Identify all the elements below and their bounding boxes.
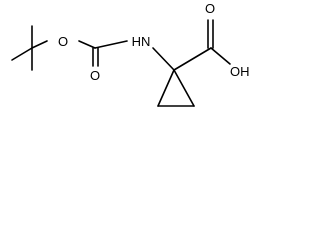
bond-ester-oxygen-to-carbonyl bbox=[78, 40, 96, 49]
bond-ring-to-acid-carbon bbox=[173, 47, 212, 71]
carbamate-group bbox=[78, 40, 128, 67]
carboxylic-acid-group bbox=[173, 19, 231, 71]
bond-tbu-to-ester-oxygen bbox=[31, 40, 48, 49]
ester-oxygen-label: O bbox=[58, 34, 68, 49]
bond-nh-to-ring bbox=[152, 47, 175, 71]
amine-label: HN bbox=[132, 34, 151, 49]
bond-carbonyl-to-nh bbox=[94, 40, 128, 49]
carbamate-carbonyl-oxygen-label: O bbox=[90, 68, 100, 83]
tert-butyl-group bbox=[11, 25, 48, 71]
hydroxyl-label: OH bbox=[230, 64, 250, 79]
bond-ring-right bbox=[173, 69, 195, 107]
bond-tbu-methyl-left bbox=[11, 47, 33, 61]
bond-ring-left bbox=[157, 69, 175, 107]
boc-aminocyclopropanecarboxylic-acid-structure: O O HN O OH bbox=[11, 1, 250, 107]
bond-acid-carbon-to-hydroxyl bbox=[210, 47, 231, 65]
acid-carbonyl-oxygen-label: O bbox=[205, 1, 215, 16]
cyclopropane-ring bbox=[152, 47, 195, 107]
